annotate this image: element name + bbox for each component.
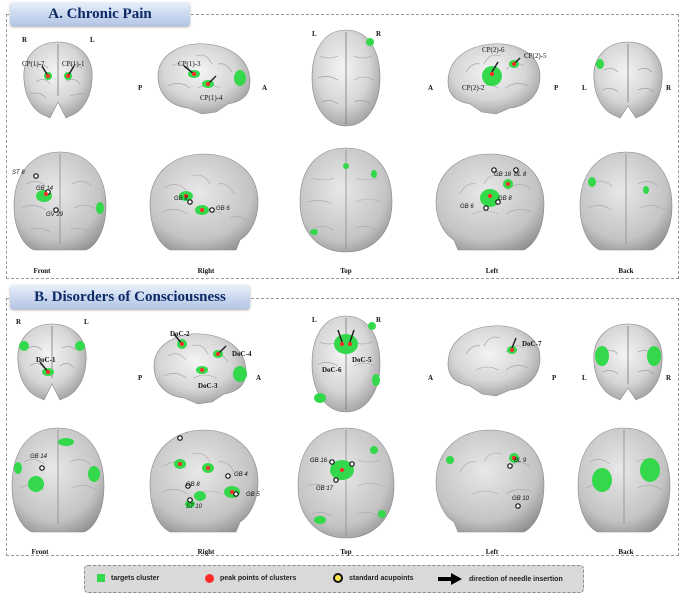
panel-b-title: B. Disorders of Consciousness <box>10 285 250 309</box>
view-front-a: Front <box>33 267 51 275</box>
view-back-b: Back <box>618 548 634 556</box>
orient-a-r1: R <box>22 36 28 44</box>
acu-st8: ST 8 <box>12 170 25 176</box>
yellow-circle-icon <box>333 573 343 583</box>
label-doc5: DoC-5 <box>352 356 372 364</box>
legend-acupoints-label: standard acupoints <box>349 574 414 582</box>
legend: targets cluster peak points of clusters … <box>84 565 584 593</box>
acu-bl9: BL 9 <box>514 458 527 464</box>
head-back-a <box>576 148 676 252</box>
brain-back-top-a <box>586 36 670 122</box>
acu-gb8-b: GB 8 <box>186 482 200 488</box>
orient-b-a1: A <box>256 374 262 382</box>
view-left-b: Left <box>485 548 499 556</box>
view-left-a: Left <box>485 267 499 275</box>
orient-b-r1: R <box>16 318 22 326</box>
label-cp1-7: CP(1)-7 <box>22 60 45 68</box>
brain-front-top-a <box>16 36 100 122</box>
arrow-right-icon <box>438 573 462 585</box>
view-back-a: Back <box>618 267 634 275</box>
orient-b-l2: L <box>312 316 317 324</box>
label-cp2-5: CP(2)-5 <box>524 52 547 60</box>
acu-gb8-right: GB 8 <box>174 196 188 202</box>
head-top-b <box>292 424 400 542</box>
legend-targets-label: targets cluster <box>111 574 160 582</box>
panel-a-title: A. Chronic Pain <box>10 2 190 26</box>
head-left-b <box>428 424 554 536</box>
acu-bl8: BL 8 <box>514 172 527 178</box>
acu-gb17: GB 17 <box>316 486 334 492</box>
legend-item-targets: targets cluster <box>97 574 159 582</box>
orient-a-l2: L <box>312 30 317 38</box>
acu-gv29: GV 29 <box>46 212 64 218</box>
view-right-b: Right <box>197 548 215 556</box>
label-cp1-4: CP(1)-4 <box>200 94 223 102</box>
brain-right-top-b <box>144 326 254 412</box>
orient-b-r4: R <box>666 374 672 382</box>
label-cp2-6: CP(2)-6 <box>482 46 505 54</box>
legend-arrow-label: direction of needle insertion <box>469 575 563 583</box>
head-right-a <box>140 148 266 252</box>
label-doc7: DoC-7 <box>522 340 542 348</box>
orient-b-p1: P <box>138 374 143 382</box>
legend-item-acupoints: standard acupoints <box>333 573 414 583</box>
brain-front-top-b <box>10 318 94 404</box>
acu-gb5: GB 5 <box>246 492 260 498</box>
label-cp1-1: CP(1)-1 <box>62 60 85 68</box>
label-doc4: DoC-4 <box>232 350 252 358</box>
brain-left-top-b <box>440 318 550 404</box>
label-doc3: DoC-3 <box>198 382 218 390</box>
orient-a-r4: R <box>666 84 672 92</box>
view-front-b: Front <box>31 548 49 556</box>
acu-gb6-right: GB 6 <box>216 206 230 212</box>
orient-a-l4: L <box>582 84 587 92</box>
brain-back-top-b <box>586 318 670 404</box>
brain-left-top-a <box>440 36 550 122</box>
brain-top-top-a <box>306 26 386 130</box>
orient-b-a3: A <box>428 374 434 382</box>
orient-b-l1: L <box>84 318 89 326</box>
acu-gb16: GB 16 <box>310 458 328 464</box>
acu-gb14-b: GB 14 <box>30 454 48 460</box>
acu-st10: ST 10 <box>186 504 203 510</box>
head-back-b <box>574 424 674 536</box>
brain-right-top-a <box>148 36 258 122</box>
head-right-b <box>140 424 266 536</box>
orient-a-r2: R <box>376 30 382 38</box>
head-left-a <box>428 148 554 252</box>
acu-gb10: GB 10 <box>512 496 530 502</box>
label-doc6: DoC-6 <box>322 366 342 374</box>
red-dot-icon <box>205 574 214 583</box>
orient-b-r2: R <box>376 316 382 324</box>
orient-a-l1: L <box>90 36 95 44</box>
head-top-a <box>294 144 398 256</box>
view-top-b: Top <box>340 548 352 556</box>
label-cp1-3: CP(1)-3 <box>178 60 201 68</box>
label-cp2-2: CP(2)-2 <box>462 84 485 92</box>
acu-gb4: GB 4 <box>234 472 248 478</box>
orient-a-p1: P <box>138 84 143 92</box>
brain-top-top-b <box>306 312 386 416</box>
acu-gb14-a: GB 14 <box>36 186 54 192</box>
orient-b-p3: P <box>552 374 557 382</box>
green-square-icon <box>97 574 105 582</box>
orient-a-a3: A <box>428 84 434 92</box>
legend-peaks-label: peak points of clusters <box>220 575 297 582</box>
orient-a-p3: P <box>554 84 559 92</box>
acu-gb6-left: GB 6 <box>460 204 474 210</box>
label-doc2: DoC-2 <box>170 330 190 338</box>
view-top-a: Top <box>340 267 352 275</box>
acu-gb18: GB 18 <box>494 172 512 178</box>
head-front-b <box>8 424 108 536</box>
label-doc1: DoC-1 <box>36 356 56 364</box>
head-front-a <box>10 148 110 252</box>
acu-gb8-left: GB 8 <box>498 196 512 202</box>
orient-b-l4: L <box>582 374 587 382</box>
orient-a-a1: A <box>262 84 268 92</box>
legend-item-peaks: peak points of clusters <box>205 574 296 583</box>
view-right-a: Right <box>197 267 215 275</box>
legend-item-arrow: direction of needle insertion <box>437 572 563 586</box>
